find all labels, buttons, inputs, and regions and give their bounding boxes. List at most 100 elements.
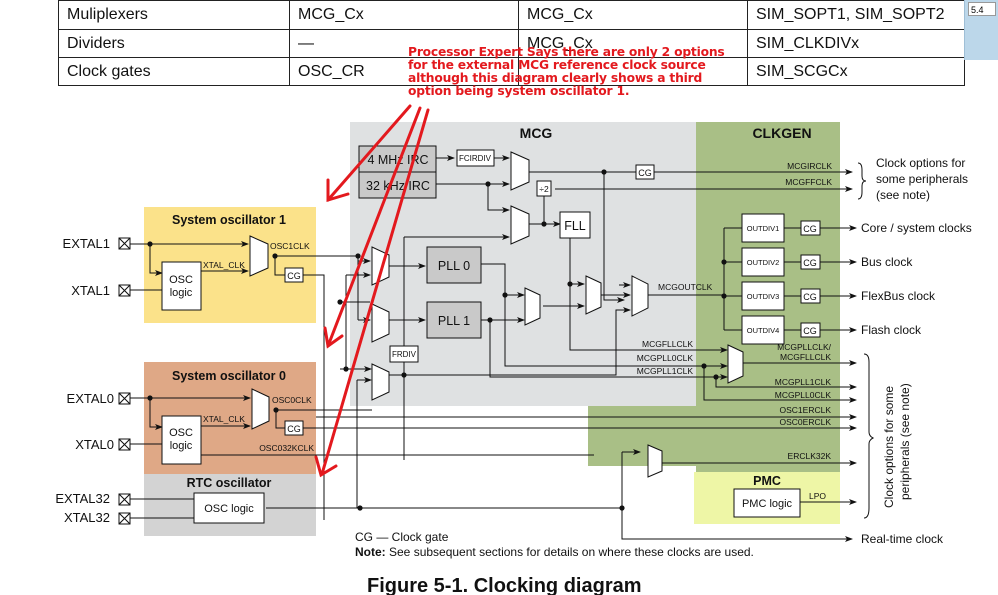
signal-mcgffclk: MCGFFCLK <box>785 177 832 187</box>
sysosc1-title: System oscillator 1 <box>172 213 286 227</box>
register-table: Muliplexers MCG_Cx MCG_Cx SIM_SOPT1, SIM… <box>58 0 965 86</box>
cg-label: CG <box>638 168 652 178</box>
rtc-title: RTC oscillator <box>187 476 272 490</box>
mux-fll-ref <box>510 205 530 245</box>
cg-osc0-box <box>284 420 304 436</box>
signal-osc032kclk: OSC032KCLK <box>259 443 314 453</box>
multiplexers <box>249 151 744 478</box>
outdiv4-box <box>741 315 785 345</box>
output-periph-opts-2: some peripherals <box>876 172 968 186</box>
fcirdiv-label: FCIRDIV <box>459 154 492 163</box>
legend-note-label: Note: <box>355 545 386 559</box>
fcirdiv-box <box>456 149 495 167</box>
outdiv2-label: OUTDIV2 <box>747 258 780 267</box>
fll-box <box>559 211 591 239</box>
cg-label: CG <box>287 271 301 281</box>
output-periph-vert-2: peripherals (see note) <box>898 383 912 500</box>
pin-x-icon <box>118 493 131 506</box>
div2-label: ÷2 <box>539 184 549 194</box>
annotation-arrow-1-head <box>326 178 350 203</box>
sysosc0-title: System oscillator 0 <box>172 369 286 383</box>
pin-extal32-label: EXTAL32 <box>55 491 110 506</box>
table-cell: MCG_Cx <box>289 0 519 30</box>
junction-dots <box>147 169 727 511</box>
annotation-arrow-3-head <box>314 455 338 478</box>
clkgen-title: CLKGEN <box>752 125 811 141</box>
outdiv2-box <box>741 247 785 277</box>
table-cell: SIM_SOPT1, SIM_SOPT2 <box>747 0 965 30</box>
side-panel-value[interactable]: 5.4 <box>968 2 996 16</box>
output-periph-opts-1: Clock options for <box>876 156 965 170</box>
output-periph-vert-1: Clock options for some <box>882 386 896 508</box>
annotation-arrow-2 <box>326 106 422 348</box>
signal-mcgpll0clk: MCGPLL0CLK <box>637 353 694 363</box>
pin-box-icons <box>118 237 131 525</box>
table-cell: SIM_SCGCx <box>747 57 965 86</box>
annotation-arrows <box>314 104 430 478</box>
output-core-clock: Core / system clocks <box>861 221 972 235</box>
signal-lpo: LPO <box>809 491 826 501</box>
frdiv-box <box>389 345 419 363</box>
annotation-arrow-3 <box>320 108 430 476</box>
pins: EXTAL1 XTAL1 EXTAL0 XTAL0 EXTAL32 XTAL32 <box>55 236 114 525</box>
signal-erclk32k: ERCLK32K <box>788 451 832 461</box>
signal-mcgoutclk: MCGOUTCLK <box>658 282 713 292</box>
table-cell: Clock gates <box>58 57 290 86</box>
frdiv-label: FRDIV <box>392 350 417 359</box>
outdiv1-label: OUTDIV1 <box>747 224 780 233</box>
pmc-logic-box <box>733 488 801 518</box>
mux-osc1 <box>249 235 269 277</box>
output-flash-clock: Flash clock <box>861 323 922 337</box>
annotation-arrow-1 <box>326 104 412 202</box>
mux-frdiv-ref <box>371 363 390 401</box>
signal-mcgpll1clk: MCGPLL1CLK <box>637 366 694 376</box>
outdiv1-box <box>741 213 785 243</box>
cg-label: CG <box>803 258 817 268</box>
signal-osc0clk: OSC0CLK <box>272 395 312 405</box>
table-row: Dividers — MCG_Cx SIM_CLKDIVx <box>58 29 965 58</box>
table-cell: MCG_Cx <box>518 29 748 58</box>
legend-cg: CG — Clock gate <box>355 530 449 544</box>
osc1-logic-label-1: OSC <box>169 274 193 286</box>
pin-extal1-label: EXTAL1 <box>63 236 110 251</box>
irc-32khz-box <box>358 171 437 199</box>
signal-xtal-clk-0: XTAL_CLK <box>203 414 245 424</box>
outdiv3-label: OUTDIV3 <box>747 292 780 301</box>
table-row: Clock gates OSC_CR SIM_SCGCx <box>58 57 965 86</box>
cg-label: CG <box>803 224 817 234</box>
mux-mcgpllclk <box>727 344 744 384</box>
pin-xtal32-label: XTAL32 <box>64 510 110 525</box>
signal-osc1erclk: OSC1ERCLK <box>780 405 832 415</box>
signal-osc0erclk: OSC0ERCLK <box>780 417 832 427</box>
figure-caption: Figure 5-1. Clocking diagram <box>367 575 642 595</box>
output-rtc-clock: Real-time clock <box>861 532 944 546</box>
table-cell: Muliplexers <box>58 0 290 30</box>
clkgen-block <box>588 122 840 472</box>
pll1-label: PLL 1 <box>438 314 470 328</box>
cg-core-box <box>800 220 821 236</box>
mux-mcgout <box>631 275 649 317</box>
signal-mcgpllclk-fll-2: MCGFLLCLK <box>780 352 831 362</box>
osc1-logic-box <box>161 261 202 311</box>
div2-box <box>536 180 552 197</box>
pmc-logic-label: PMC logic <box>742 498 793 510</box>
pin-xtal1-label: XTAL1 <box>71 283 110 298</box>
pll0-box <box>426 246 482 284</box>
fll-label: FLL <box>564 219 586 233</box>
pin-x-icon <box>118 512 131 525</box>
cg-mcgirclk-box <box>635 164 655 180</box>
pin-extal0-label: EXTAL0 <box>67 391 114 406</box>
legend-note-text: See subsequent sections for details on w… <box>386 545 754 559</box>
mux-fll-pll <box>585 275 602 315</box>
mux-pll-select <box>524 287 541 326</box>
side-panel[interactable]: 5.4 <box>964 0 998 60</box>
annotation-arrow-2-head <box>323 326 344 349</box>
pin-x-icon <box>118 438 131 451</box>
table-row: Muliplexers MCG_Cx MCG_Cx SIM_SOPT1, SIM… <box>58 0 965 30</box>
osc0-logic-label-2: logic <box>170 440 193 452</box>
osc0-logic-label-1: OSC <box>169 427 193 439</box>
cg-osc1-box <box>284 267 304 283</box>
signal-mcgpllclk-fll-1: MCGPLLCLK/ <box>777 342 831 352</box>
cg-label: CG <box>803 292 817 302</box>
